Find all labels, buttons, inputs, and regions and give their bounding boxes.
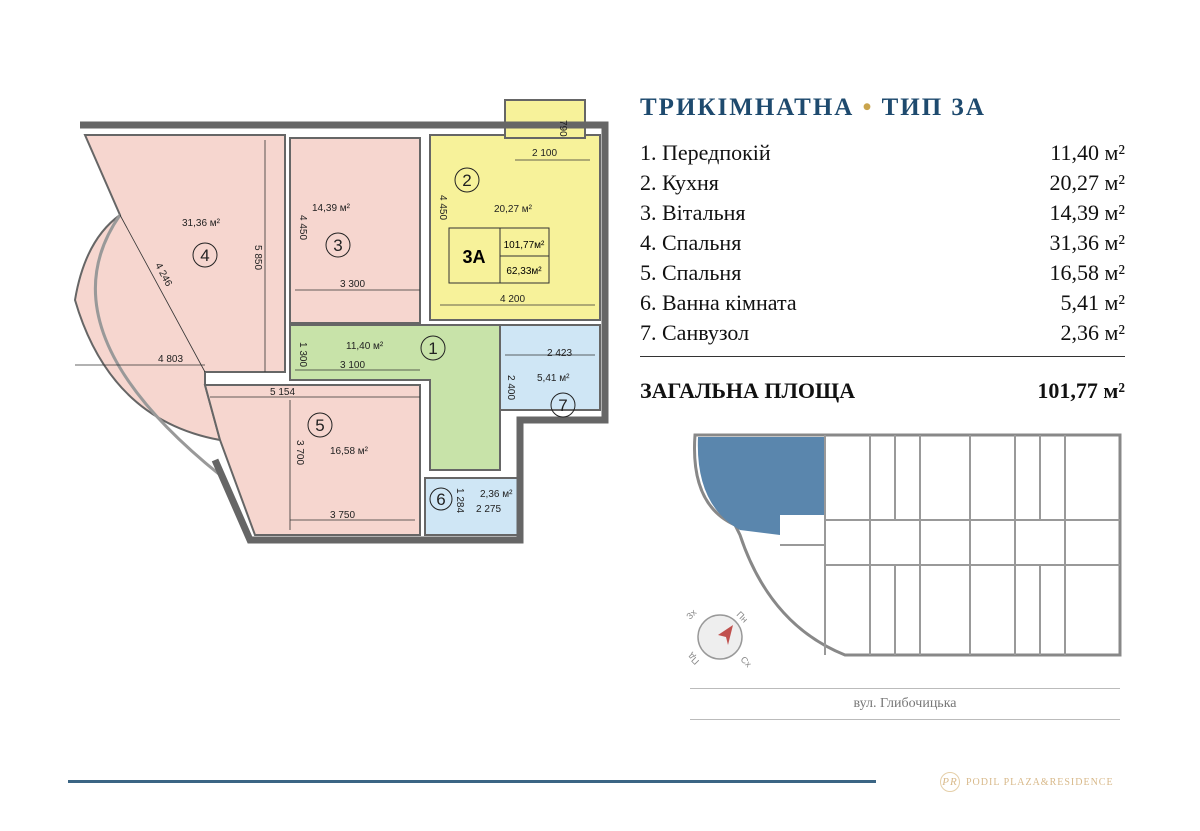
dim-5154: 5 154 bbox=[270, 387, 295, 398]
dim-3750: 3 750 bbox=[330, 510, 355, 521]
badge-type: 3А bbox=[462, 247, 485, 267]
dim-2423: 2 423 bbox=[547, 348, 572, 359]
area-room-4: 31,36 м² bbox=[182, 218, 221, 229]
room-6-fill bbox=[424, 477, 521, 536]
room-number-4: 4 bbox=[200, 246, 209, 265]
room-number-7: 7 bbox=[558, 396, 567, 415]
room-4-arc bbox=[93, 214, 221, 477]
room-number-2: 2 bbox=[462, 171, 471, 190]
compass: Зх Пн Пд Сх bbox=[684, 607, 753, 670]
area-room-3: 14,39 м² bbox=[312, 203, 351, 214]
area-room-1: 11,40 м² bbox=[346, 341, 384, 352]
outer-wall bbox=[80, 121, 609, 544]
room-4-fill bbox=[73, 134, 286, 442]
compass-south: Пд bbox=[685, 651, 701, 667]
badge-total-area: 101,77м² bbox=[504, 240, 545, 251]
footer-line bbox=[68, 780, 876, 783]
area-room-5: 16,58 м² bbox=[330, 446, 369, 457]
dim-4450-kitchen: 4 450 bbox=[437, 195, 448, 220]
compass-east: Сх bbox=[739, 654, 754, 669]
dim-3100: 3 100 bbox=[340, 360, 365, 371]
balcony-fill bbox=[504, 99, 586, 139]
room-number-6: 6 bbox=[436, 490, 445, 509]
dim-2275: 2 275 bbox=[476, 504, 501, 515]
divider bbox=[640, 356, 1125, 357]
area-room-2: 20,27 м² bbox=[494, 204, 533, 215]
dim-5850: 5 850 bbox=[252, 245, 263, 270]
street-label: вул. Глибочицька bbox=[690, 688, 1120, 720]
room-3-fill bbox=[289, 137, 421, 324]
dim-3300: 3 300 bbox=[340, 279, 365, 290]
dim-1300: 1 300 bbox=[297, 342, 308, 367]
dim-4200: 4 200 bbox=[500, 294, 525, 305]
building-floor-key-plan: Зх Пн Пд Сх bbox=[684, 433, 1122, 670]
dim-2400: 2 400 bbox=[505, 375, 516, 400]
north-arrow-icon bbox=[718, 625, 733, 645]
logo-mark: PR bbox=[940, 772, 960, 792]
area-room-7: 5,41 м² bbox=[537, 373, 570, 384]
compass-west: Зх bbox=[684, 607, 698, 621]
room-number-1: 1 bbox=[428, 339, 437, 358]
room-number-3: 3 bbox=[333, 236, 342, 255]
room-7-fill bbox=[499, 324, 601, 411]
dim-4450-room3: 4 450 bbox=[297, 215, 308, 240]
room-5-fill bbox=[203, 384, 421, 536]
apartment-floor-plan: 790 2 100 4 450 4 450 5 850 4 246 3 300 … bbox=[73, 99, 609, 544]
area-room-6: 2,36 м² bbox=[480, 489, 513, 500]
dim-3700: 3 700 bbox=[294, 440, 305, 465]
dim-2100: 2 100 bbox=[532, 148, 557, 159]
dim-790: 790 bbox=[557, 120, 568, 137]
badge-living-area: 62,33м² bbox=[506, 266, 542, 277]
room-number-5: 5 bbox=[315, 416, 324, 435]
dim-4803: 4 803 bbox=[158, 354, 183, 365]
apartment-badge: 3А 101,77м² 62,33м² bbox=[448, 227, 550, 284]
dim-1284: 1 284 bbox=[454, 488, 465, 513]
page-title: ТРИКІМНАТНА • ТИП 3А bbox=[640, 94, 986, 121]
highlighted-apartment bbox=[697, 437, 825, 535]
